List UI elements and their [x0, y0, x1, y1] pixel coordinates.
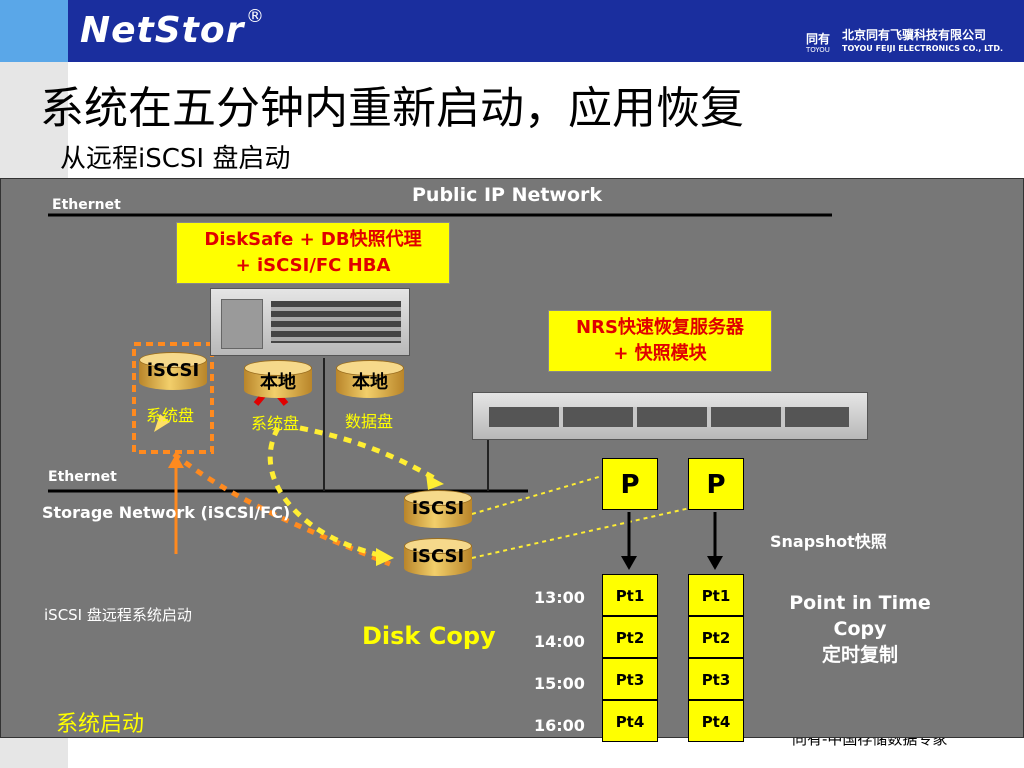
local-data-disk: 本地: [336, 360, 404, 404]
pt-box: Pt3: [688, 658, 744, 700]
company-name-cn: 北京同有飞骥科技有限公司: [842, 28, 987, 42]
iscsi-disk-1-label: iSCSI: [411, 498, 465, 519]
diagram-panel: [0, 178, 1024, 738]
registered-mark: ®: [246, 6, 264, 27]
pt-box: Pt2: [602, 616, 658, 658]
header-bar: [0, 0, 1024, 62]
local-data-disk-caption: 数据盘: [345, 412, 394, 431]
snapshot-label: Snapshot快照: [770, 532, 887, 551]
pt-box: Pt2: [688, 616, 744, 658]
ethernet-label-bottom: Ethernet: [48, 469, 117, 485]
company-mark: 同有: [806, 32, 831, 46]
time-label: 15:00: [534, 674, 585, 693]
pit-line2: Copy: [833, 618, 887, 640]
company-name-en: TOYOU FEIJI ELECTRONICS CO., LTD.: [842, 44, 1004, 53]
remote-boot-highlight: [132, 342, 214, 454]
system-boot-label: 系统启动: [56, 712, 145, 737]
ethernet-label-top: Ethernet: [52, 197, 121, 213]
pt-box: Pt1: [602, 574, 658, 616]
pt-box: Pt3: [602, 658, 658, 700]
time-label: 16:00: [534, 716, 585, 735]
pt-box: Pt4: [602, 700, 658, 742]
nrs-box: NRS快速恢复服务器 + 快照模块: [548, 310, 772, 372]
pit-line1: Point in Time: [789, 592, 931, 614]
nrs-box-line2: + 快照模块: [613, 343, 707, 364]
local-data-disk-label: 本地: [352, 372, 388, 393]
disk-copy-label: Disk Copy: [362, 622, 496, 650]
remote-iscsi-disk: iSCSI: [139, 352, 207, 396]
iscsi-disk-2-label: iSCSI: [411, 546, 465, 567]
slide-title: 系统在五分钟内重新启动，应用恢复: [40, 83, 744, 134]
pt-box: Pt1: [688, 574, 744, 616]
company-mark-en: TOYOU: [806, 46, 830, 54]
pit-line3: 定时复制: [821, 644, 898, 666]
netstor-logo: NetStor: [80, 10, 245, 51]
header-accent: [0, 0, 68, 62]
remote-disk-label: iSCSI: [146, 360, 200, 381]
agent-box: DiskSafe + DB快照代理 + iSCSI/FC HBA: [176, 222, 450, 284]
public-network-label: Public IP Network: [412, 184, 603, 206]
iscsi-disk-2: iSCSI: [404, 538, 472, 582]
remote-disk-caption: 系统盘: [146, 406, 195, 425]
nrs-box-line1: NRS快速恢复服务器: [576, 317, 744, 338]
iscsi-disk-1: iSCSI: [404, 490, 472, 534]
agent-box-line1: DiskSafe + DB快照代理: [204, 229, 422, 250]
diagram-lines: [48, 213, 832, 570]
local-system-disk: 本地: [244, 360, 312, 404]
snapshot-p-box-1: P: [602, 458, 658, 510]
pt-box: Pt4: [688, 700, 744, 742]
time-label: 13:00: [534, 588, 585, 607]
agent-box-line2: + iSCSI/FC HBA: [235, 255, 391, 276]
storage-network-label: Storage Network (iSCSI/FC): [42, 503, 291, 522]
local-sys-disk-label: 本地: [260, 372, 296, 393]
time-label: 14:00: [534, 632, 585, 651]
footer-clip: 同有-中国存储数据专家: [792, 738, 1024, 768]
app-server: [210, 288, 410, 356]
footer-text: 同有-中国存储数据专家: [792, 738, 948, 748]
nrs-server: [472, 392, 868, 440]
pit-caption: Point in Time Copy 定时复制: [770, 590, 950, 668]
slide-subtitle: 从远程iSCSI 盘启动: [60, 144, 291, 174]
remote-boot-caption: iSCSI 盘远程系统启动: [44, 606, 192, 624]
snapshot-p-box-2: P: [688, 458, 744, 510]
local-sys-disk-caption: 系统盘: [251, 414, 300, 433]
